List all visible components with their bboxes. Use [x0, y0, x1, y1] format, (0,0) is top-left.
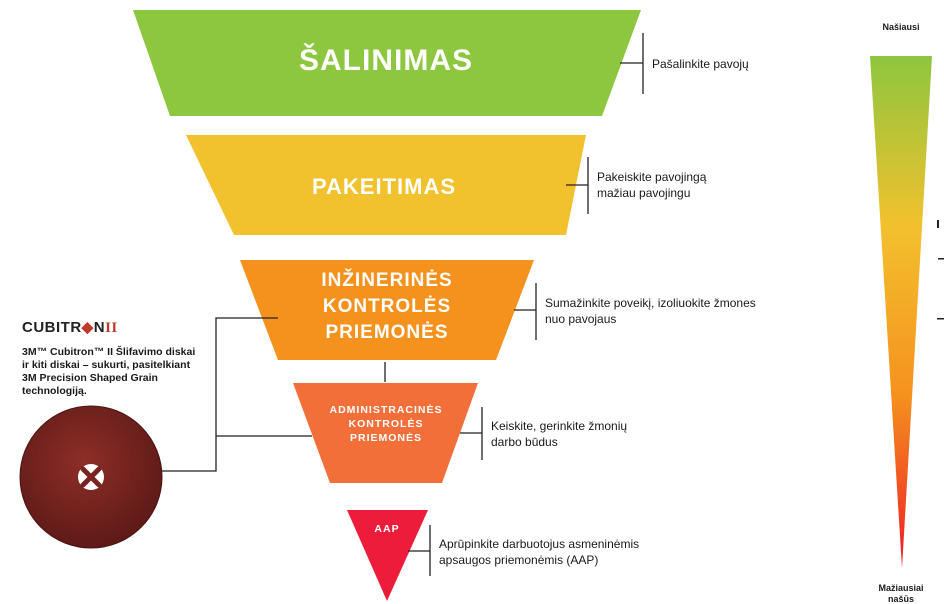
scale-bottom-label: Mažiausiai — [878, 583, 924, 593]
level-substitution-description: Pakeiskite pavojingą mažiau pavojingu — [597, 170, 707, 200]
level-ppe-description: Aprūpinkite darbuotojus asmeninėmis apsa… — [439, 537, 640, 567]
level-administrative-line2: KONTROLĖS — [348, 418, 424, 430]
description-brackets — [408, 33, 644, 576]
level-administrative-label: ADMINISTRACINĖS KONTROLĖS PRIEMONĖS — [310, 403, 462, 445]
level-engineering-line1: INŽINERINĖS — [321, 270, 453, 291]
scale-top-label: Našiausi — [882, 22, 920, 32]
cubitron-logo-text-end: N — [93, 319, 106, 336]
abrasive-disc-image — [19, 405, 163, 549]
cubitron-logo-roman: II — [105, 320, 118, 336]
scale-bottom-label-cut: našūs — [887, 594, 914, 604]
level-administrative-description: Keiskite, gerinkite žmonių darbo būdus — [491, 419, 628, 449]
product-description: 3M™ Cubitron™ II Šlifavimo diskai ir kit… — [22, 346, 196, 397]
product-connector — [158, 317, 386, 472]
level-elimination-description: Pašalinkite pavojų — [652, 57, 749, 71]
level-engineering-description: Sumažinkite poveikį, izoliuokite žmones … — [545, 296, 756, 326]
level-engineering-line2: KONTROLĖS — [322, 296, 452, 317]
cubitron-logo: CUBITR◆NII — [22, 318, 118, 337]
scale-edge-marks — [937, 220, 944, 320]
level-engineering-line3: PRIEMONĖS — [325, 322, 449, 343]
level-substitution-label: PAKEITIMAS — [311, 174, 457, 199]
level-engineering-label: INŽINERINĖS KONTROLĖS PRIEMONĖS — [270, 268, 504, 346]
level-substitution-band — [186, 135, 586, 235]
level-administrative-band — [293, 383, 478, 483]
cubitron-logo-emblem-icon: ◆ — [81, 319, 94, 336]
effectiveness-gradient-bar — [870, 56, 932, 568]
level-administrative-line3: PRIEMONĖS — [349, 432, 422, 444]
cubitron-logo-text: CUBITR — [22, 319, 82, 336]
level-elimination-label: ŠALINIMAS — [299, 44, 473, 77]
level-ppe-band — [347, 510, 428, 601]
level-ppe-label: AAP — [374, 523, 400, 535]
level-administrative-line1: ADMINISTRACINĖS — [329, 404, 443, 416]
level-engineering-band — [240, 260, 534, 360]
level-elimination-band — [133, 10, 641, 116]
